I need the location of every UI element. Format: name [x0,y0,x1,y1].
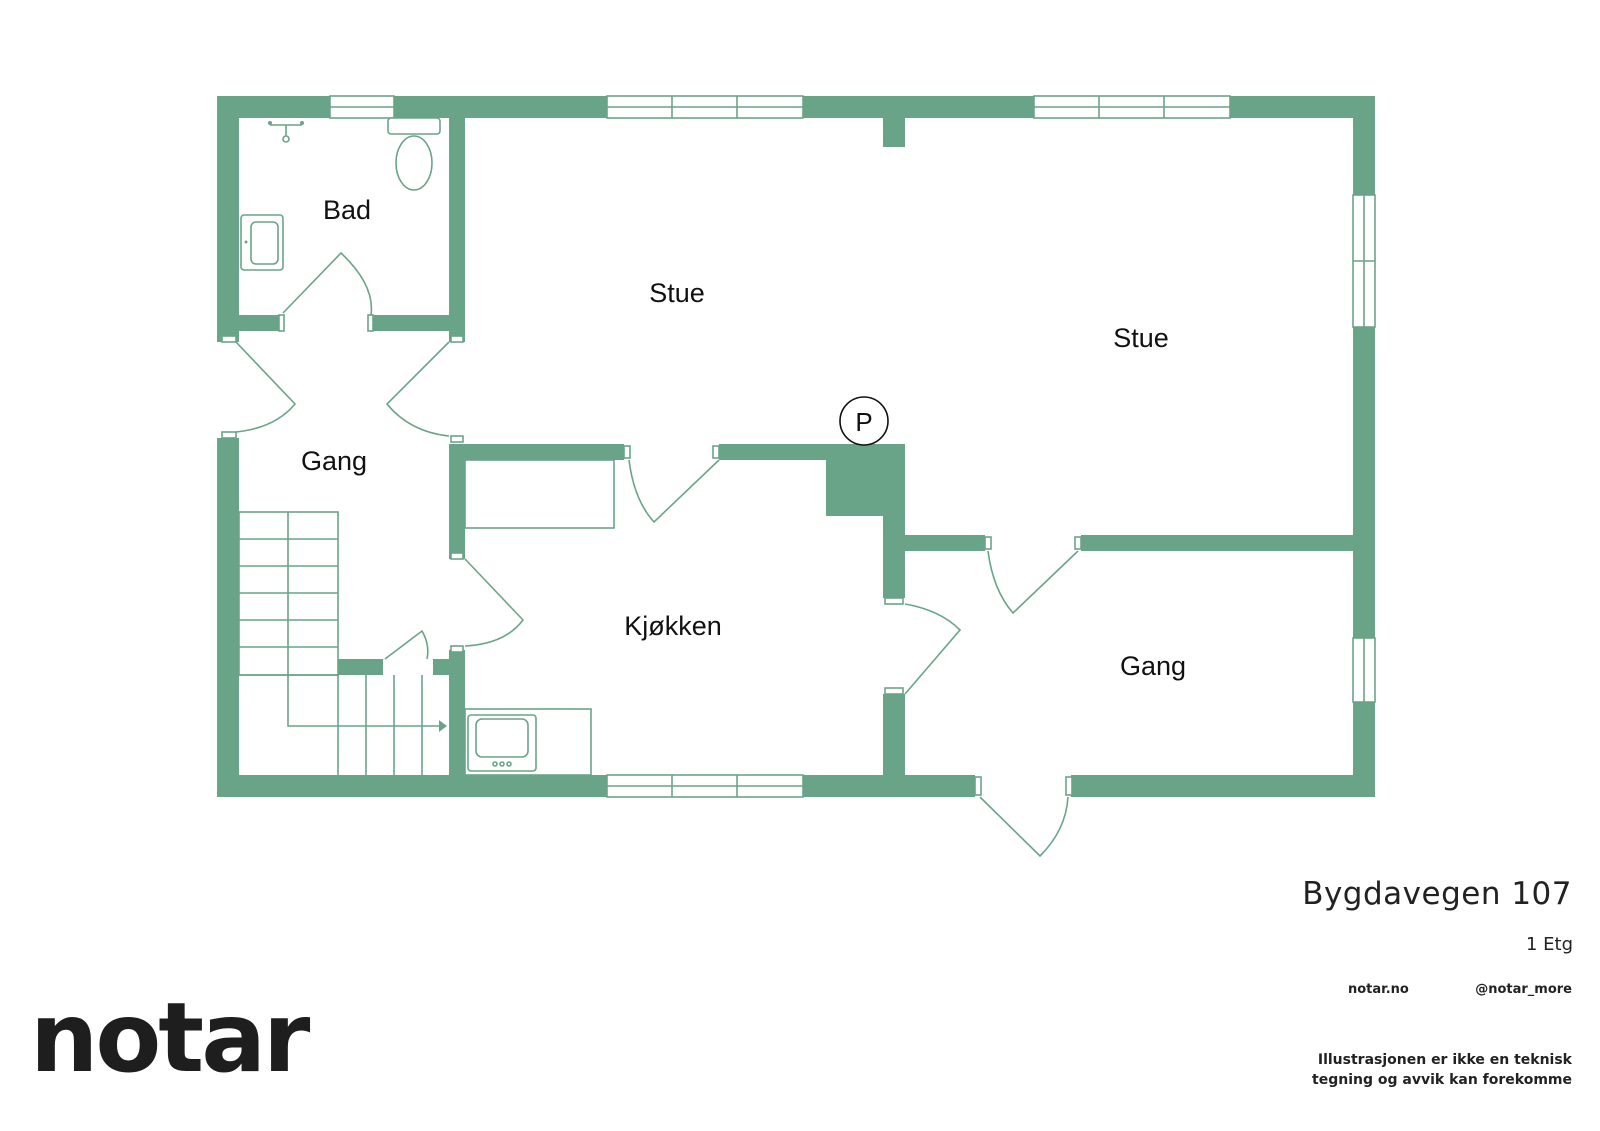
interior-walls [217,96,1375,797]
disclaimer: Illustrasjonen er ikke en teknisk tegnin… [1312,1050,1572,1090]
shower-icon [268,121,304,143]
toilet-bowl-icon [395,135,433,191]
room-label-stue-1: Stue [649,278,705,308]
toilet-tank-icon [387,117,441,135]
bathroom-sink-icon [240,214,284,271]
room-label-gang-2: Gang [1120,651,1186,681]
staircase [238,511,447,775]
kitchen-sink-icon [467,714,537,772]
floor-label: 1 Etg [1525,934,1573,955]
doors [221,251,1082,858]
property-address: Bygdavegen 107 [1302,876,1572,912]
kitchen-counter-top [464,459,615,529]
room-label-gang-1: Gang [301,446,367,476]
room-labels: Bad Stue Stue Gang Kjøkken Gang [301,195,1186,681]
social-handle[interactable]: @notar_more [1475,982,1572,997]
room-label-bad: Bad [323,195,371,225]
room-label-kjokken: Kjøkken [624,611,722,641]
disclaimer-line-1: Illustrasjonen er ikke en teknisk [1317,1052,1572,1068]
parking-marker-label: P [855,407,872,437]
notar-logo: notar [30,982,310,1094]
windows [329,95,1376,798]
fixtures: P [240,117,889,776]
parking-marker-icon [839,396,889,446]
kitchen-counter-bottom [464,708,592,776]
disclaimer-line-2: tegning og avvik kan forekomme [1312,1072,1572,1088]
website-link[interactable]: notar.no [1348,982,1409,997]
room-label-stue-2: Stue [1113,323,1169,353]
